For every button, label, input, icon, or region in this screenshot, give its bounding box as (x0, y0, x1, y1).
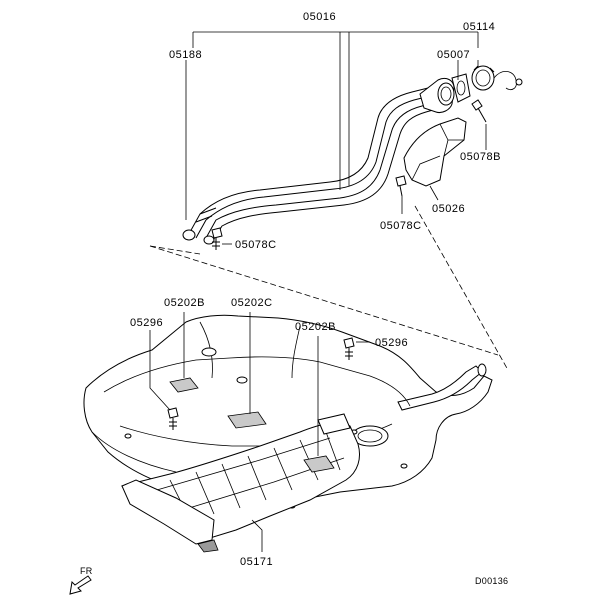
heat-protector-05171 (121, 413, 360, 553)
label-05296-left: 05296 (130, 317, 163, 329)
label-05202b-right: 05202B (295, 321, 336, 333)
filler-neck-assembly (182, 65, 523, 250)
label-05016: 05016 (303, 11, 336, 23)
label-05078c-left: 05078C (235, 239, 277, 251)
upper-leader-lines (185, 31, 487, 245)
part-labels: 05016 05188 05114 05007 05078B 05026 050… (130, 11, 501, 568)
pad-05202b-right-icon (303, 455, 335, 473)
bolt-05078c-left-icon (211, 227, 223, 250)
lower-leader-lines (149, 312, 370, 552)
label-05171: 05171 (240, 556, 273, 568)
front-direction-indicator: FR (69, 566, 93, 595)
label-05078c-right: 05078C (380, 220, 422, 232)
arrow-icon (69, 575, 92, 595)
figure-id: D00136 (475, 576, 508, 586)
label-05078b: 05078B (460, 151, 501, 163)
label-05007: 05007 (437, 49, 470, 61)
direction-label: FR (80, 566, 93, 576)
label-05296-right: 05296 (375, 337, 408, 349)
label-05202c: 05202C (231, 297, 273, 309)
label-05188: 05188 (169, 49, 202, 61)
label-05202b-left: 05202B (164, 297, 205, 309)
pad-05202c-icon (227, 411, 267, 429)
pad-05202b-left-icon (169, 377, 199, 393)
bolt-05078c-right-icon (395, 175, 407, 197)
label-05026: 05026 (432, 203, 465, 215)
bolt-05296-right-icon (343, 337, 355, 360)
label-05114: 05114 (463, 21, 495, 33)
bolt-05296-left-icon (167, 407, 179, 430)
bolt-05078b-icon (471, 99, 487, 123)
